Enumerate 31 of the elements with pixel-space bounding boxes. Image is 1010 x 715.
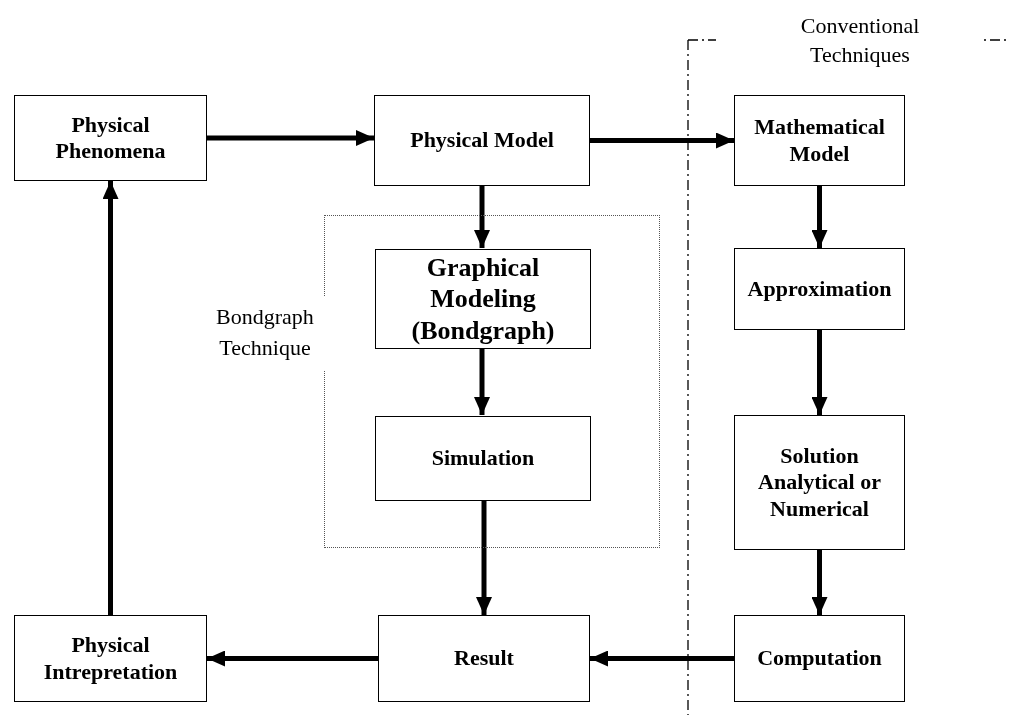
process-box: [374, 95, 590, 186]
arrow: [207, 650, 378, 667]
box-text: Approximation: [747, 275, 892, 303]
arrow: [590, 650, 734, 667]
arrow: [102, 181, 119, 615]
box-text: Simulation: [431, 445, 535, 472]
process-box: [734, 95, 905, 186]
process-box: [14, 95, 207, 181]
arrow: [811, 186, 828, 248]
box-text: Result: [454, 645, 514, 672]
box-text: Mathematical Model: [753, 114, 886, 167]
process-box: [378, 615, 590, 702]
arrow: [811, 550, 828, 615]
box-text: Computation: [757, 645, 882, 672]
box-text: Physical Phenomena: [54, 111, 167, 165]
arrow: [474, 348, 490, 415]
arrow: [476, 500, 492, 615]
process-box: [375, 249, 591, 349]
process-box: [734, 615, 905, 702]
process-box: [734, 248, 905, 330]
process-box: [375, 416, 591, 501]
process-box: [734, 415, 905, 550]
arrow: [207, 130, 374, 146]
arrow: [590, 132, 734, 149]
arrow: [474, 186, 490, 248]
box-text: Physical Intrepretation: [42, 632, 179, 685]
box-text: Graphical Modeling (Bondgraph): [410, 252, 556, 346]
box-text: Solution Analytical or Numerical: [757, 442, 882, 523]
box-text: Physical Model: [410, 127, 554, 154]
arrow: [811, 330, 828, 415]
process-box: [14, 615, 207, 702]
